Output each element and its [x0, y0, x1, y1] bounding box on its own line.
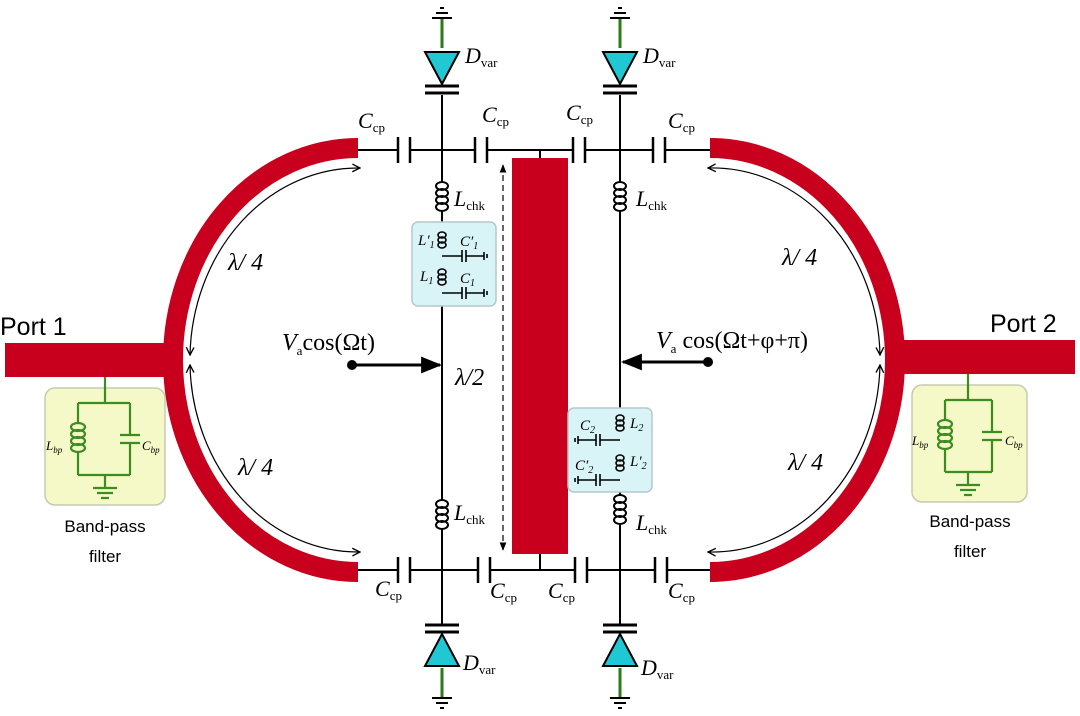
- right-upper-arrow: [708, 168, 880, 355]
- band-pass-filter-left: [44, 377, 166, 506]
- band-pass-filter-right: [911, 374, 1028, 503]
- c2-label: C2: [580, 418, 595, 436]
- choke-left-bottom-icon: [435, 499, 449, 530]
- quarter-wave-label-left-top: λ/ 4: [227, 250, 263, 276]
- varactor-top-left-icon: [423, 51, 461, 95]
- bpf-caption-right-1: Band-pass: [929, 512, 1010, 531]
- varactor-bottom-right-icon: [601, 623, 639, 667]
- dvar-label-bottom-right: Dvar: [640, 655, 674, 682]
- lc-box-right: [567, 407, 653, 493]
- lbp-label-left: Lbp: [45, 438, 63, 455]
- microstrip-lines: [5, 138, 1075, 582]
- ccp-label-top-4: Ccp: [668, 108, 695, 135]
- capacitor-top-2: [473, 137, 489, 163]
- varactor-top-right-icon: [601, 51, 639, 95]
- capacitor-bottom-2: [476, 557, 492, 583]
- right-ring-arc: [709, 138, 905, 582]
- ccp-label-top-2: Ccp: [482, 102, 509, 129]
- capacitor-bottom-1: [396, 557, 412, 583]
- bpf-caption-left-2: filter: [89, 547, 121, 566]
- cbp-label-right: Cbp: [1005, 433, 1023, 450]
- varactor-diodes: [423, 51, 639, 667]
- ccp-label-top-3: Ccp: [566, 100, 593, 127]
- port-2-label: Port 2: [990, 310, 1057, 338]
- quarter-wave-label-right-bottom: λ/ 4: [787, 450, 823, 476]
- half-wave-line: [512, 158, 568, 554]
- dvar-label-bottom-left: Dvar: [462, 650, 496, 677]
- ccp-label-bottom-2: Ccp: [490, 578, 517, 605]
- ground-top-left-icon: [432, 7, 452, 19]
- ccp-label-bottom-3: Ccp: [548, 578, 575, 605]
- capacitor-top-4: [651, 137, 667, 163]
- dvar-label-top-right: Dvar: [642, 43, 676, 70]
- port-1-feed: [5, 343, 170, 377]
- c1-prime-label: C′1: [460, 234, 478, 252]
- l1-prime-label: L′1: [417, 233, 435, 251]
- choke-right-top-icon: [613, 181, 627, 212]
- left-lower-arrow: [190, 365, 360, 552]
- lbp-label-right: Lbp: [911, 433, 929, 450]
- coupling-capacitors: [396, 137, 669, 583]
- ccp-label-top-1: Ccp: [358, 108, 385, 135]
- right-lower-arrow: [708, 365, 880, 552]
- half-wave-label: λ/2: [454, 365, 484, 391]
- ccp-label-bottom-4: Ccp: [668, 578, 695, 605]
- choke-inductors: [435, 181, 627, 530]
- quarter-wave-arrows: [190, 165, 880, 552]
- modulation-left-label: Vacos(Ωt): [282, 330, 375, 358]
- port-2-feed: [900, 340, 1075, 374]
- capacitor-top-1: [396, 137, 412, 163]
- capacitor-bottom-4: [653, 557, 669, 583]
- left-upper-arrow: [190, 168, 360, 355]
- l2-label: L2: [629, 416, 643, 434]
- ground-top-right-icon: [610, 7, 630, 19]
- quarter-wave-label-left-bottom: λ/ 4: [237, 455, 273, 481]
- lchk-label-right-top: Lchk: [635, 186, 668, 213]
- left-ring-arc: [163, 138, 359, 582]
- c2-prime-label: C′2: [575, 458, 593, 476]
- l2-prime-label: L′2: [629, 454, 647, 472]
- lchk-label-left-bottom: Lchk: [453, 500, 486, 527]
- lc-box-left: [411, 221, 497, 307]
- choke-right-bottom-icon: [613, 494, 627, 525]
- ground-bottom-left-icon: [432, 697, 452, 709]
- port-1-label: Port 1: [0, 313, 67, 341]
- c1-label: C1: [460, 271, 475, 289]
- dvar-label-top-left: Dvar: [464, 43, 498, 70]
- modulation-feeds: [347, 353, 713, 374]
- capacitor-top-3: [571, 137, 587, 163]
- circuit-wires: [358, 18, 710, 698]
- l1-label: L1: [419, 269, 433, 287]
- lchk-label-left-top: Lchk: [453, 186, 486, 213]
- varactor-bottom-left-icon: [423, 623, 461, 667]
- ccp-label-bottom-1: Ccp: [375, 576, 402, 603]
- cbp-label-left: Cbp: [142, 438, 160, 455]
- capacitor-bottom-3: [573, 557, 589, 583]
- choke-left-top-icon: [435, 181, 449, 212]
- bpf-caption-left-1: Band-pass: [64, 517, 145, 536]
- ground-symbols: [432, 7, 630, 709]
- lchk-label-right-bottom: Lchk: [635, 510, 668, 537]
- ground-bottom-right-icon: [610, 697, 630, 709]
- text-labels: Port 1 Port 2 λ/ 4 λ/ 4 λ/ 4 λ/ 4 λ/2 Cc…: [0, 43, 1057, 682]
- bpf-caption-right-2: filter: [954, 542, 986, 561]
- quarter-wave-label-right-top: λ/ 4: [781, 245, 817, 271]
